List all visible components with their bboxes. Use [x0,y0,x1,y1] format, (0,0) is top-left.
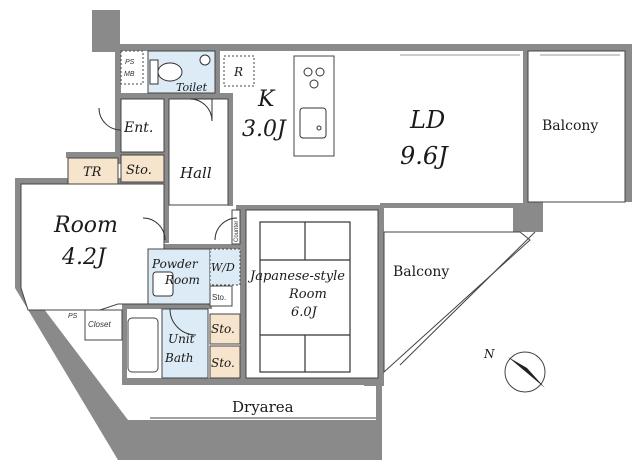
balcony-south-rail [399,231,536,366]
kitchen-sink [299,107,327,139]
storage-bath-2-floor [209,345,241,379]
ps-mb-box [120,50,144,85]
wall-bath-left [122,304,127,384]
compass-circle [504,351,546,393]
refrigerator-box [223,55,255,87]
toilet-bowl [157,62,183,82]
room-floors [20,50,523,379]
wall-bath-top [122,304,212,309]
label-entrance: Ent. [123,120,153,136]
label-japanese-1: Japanese-style [247,269,345,284]
stove-burner-2 [315,67,325,77]
label-ps: PS [68,313,78,320]
wall-toilet-bottom [121,93,233,99]
closet-floor [84,309,123,341]
label-ps-mb-2: MB [124,71,135,78]
storage-powder-floor [209,285,233,307]
label-japanese-2: Room [288,287,327,302]
label-closet: Closet [88,320,111,329]
wall-japanese-top [236,205,384,210]
kitchen-counter [293,55,335,157]
dryarea-floor [130,388,376,418]
label-kitchen-size: 3.0J [242,117,287,142]
label-powder-room-1: Powder [151,257,199,271]
trunk-room-floor [67,157,119,185]
label-storage-bath-2: Sto. [211,356,235,370]
wall-powder-top [143,244,243,249]
label-unit-bath-1: Unit [168,332,195,346]
stove-burner-1 [303,67,313,77]
door-arc-bath [169,308,197,336]
label-refrigerator: R [233,65,243,79]
label-room-size: 4.2J [61,245,107,270]
label-powder-room-2: Room [164,273,200,287]
compass-needle [508,357,545,388]
wall-room-left [15,178,21,288]
wall-japanese-left [240,205,246,385]
label-washer: W/D [211,261,235,274]
label-room: Room [53,213,118,238]
wall-right [625,44,632,202]
ld-floor [233,51,523,203]
label-japanese-size: 6.0J [291,305,318,320]
label-storage-bath-1: Sto. [211,322,235,336]
label-ld: LD [409,106,445,134]
room-floor [20,183,165,311]
wall-diagonal-bottom-left [15,288,380,460]
wall-toilet-right [215,51,220,96]
label-ps-mb-1: PS [125,59,135,66]
label-dryarea: Dryarea [232,398,294,416]
compass-label: N [483,347,495,361]
wall-hall-left [164,98,169,243]
wall-ld-balcony [523,51,528,201]
bathtub [127,317,159,373]
washer-floor [209,248,241,286]
hall-floor [168,98,229,206]
label-toilet: Toilet [176,81,208,94]
label-counter: Counter [234,221,240,242]
wall-ent-bottom [66,152,170,158]
entrance-floor [120,98,165,153]
balcony-areas [130,50,626,418]
door-arc-toilet [189,98,213,122]
wall-dryarea-right [376,385,382,460]
stove-burner-3 [309,79,319,89]
wash-basin [152,271,174,297]
door-arc-hall [214,217,238,241]
label-storage-entry: Sto. [126,163,152,178]
wall-japanese-right [378,205,384,345]
door-arc-room [142,217,166,241]
balcony-east-floor [527,50,626,203]
toilet-tank [149,59,159,85]
storage-bath-1-floor [209,313,241,345]
wall-hall-right [228,98,233,206]
label-unit-bath-2: Bath [164,351,194,365]
wall-ld-bottom [380,203,520,208]
label-trunk-room: TR [83,165,102,180]
label-balcony-east: Balcony [542,118,598,134]
label-balcony-south: Balcony [393,264,449,280]
wall-bath-bottom [122,378,384,385]
toilet-sink [199,54,211,66]
storage-entry-floor [120,154,165,183]
compass: N [483,347,546,393]
wall-left-upper [115,44,121,164]
door-arc-ent [98,107,122,131]
kitchen-tap [316,125,322,131]
unit-bath-floor [161,308,209,379]
wall-top [118,44,632,51]
counter-box [231,209,241,245]
label-storage-powder: Sto. [212,293,226,302]
fixtures [98,54,620,419]
label-kitchen: K [257,87,276,112]
room-labels: Toilet R K 3.0J LD 9.6J Balcony Ent. Sto… [53,59,598,416]
label-ld-size: 9.6J [400,142,449,170]
label-hall: Hall [179,164,212,182]
balcony-south-floor [383,231,531,374]
